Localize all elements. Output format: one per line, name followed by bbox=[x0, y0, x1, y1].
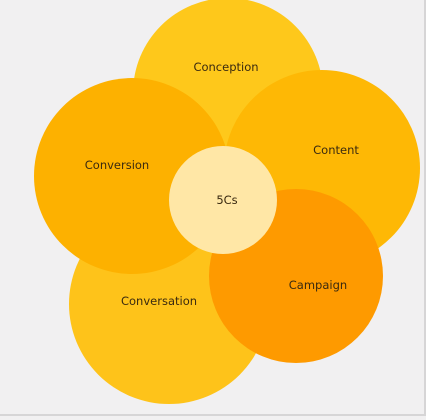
petal-content-label: Content bbox=[313, 143, 359, 157]
center-circle bbox=[169, 146, 277, 254]
frame-edge-right bbox=[424, 0, 426, 416]
petal-conversation-label: Conversation bbox=[121, 294, 197, 308]
petal-conversion-label: Conversion bbox=[85, 158, 149, 172]
center-label: 5Cs bbox=[216, 193, 237, 207]
petal-conception-label: Conception bbox=[193, 60, 258, 74]
petal-campaign-label: Campaign bbox=[289, 278, 347, 292]
frame-edge-bottom bbox=[0, 414, 426, 416]
